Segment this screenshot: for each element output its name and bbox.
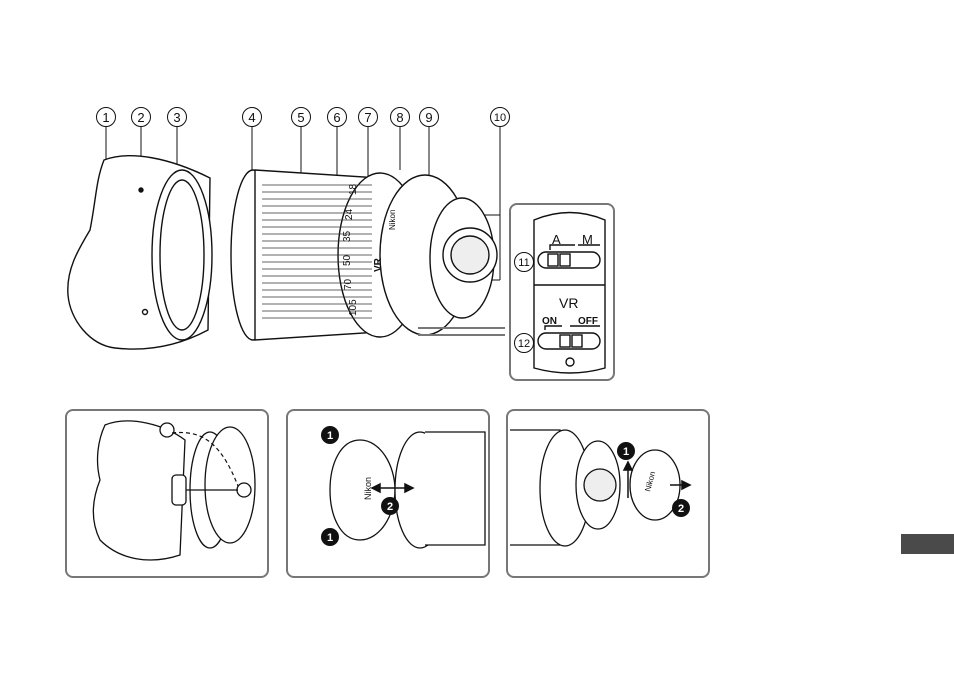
step-badge-1a: 1 [327,430,333,442]
step-badge-2a: 2 [387,501,393,513]
step-badge-1c: 1 [623,446,629,458]
step-badge-1b: 1 [327,532,333,544]
step-badge-2c: 2 [678,503,684,515]
front-cap-brand: Nikon [363,477,373,500]
section-tab [901,534,954,554]
